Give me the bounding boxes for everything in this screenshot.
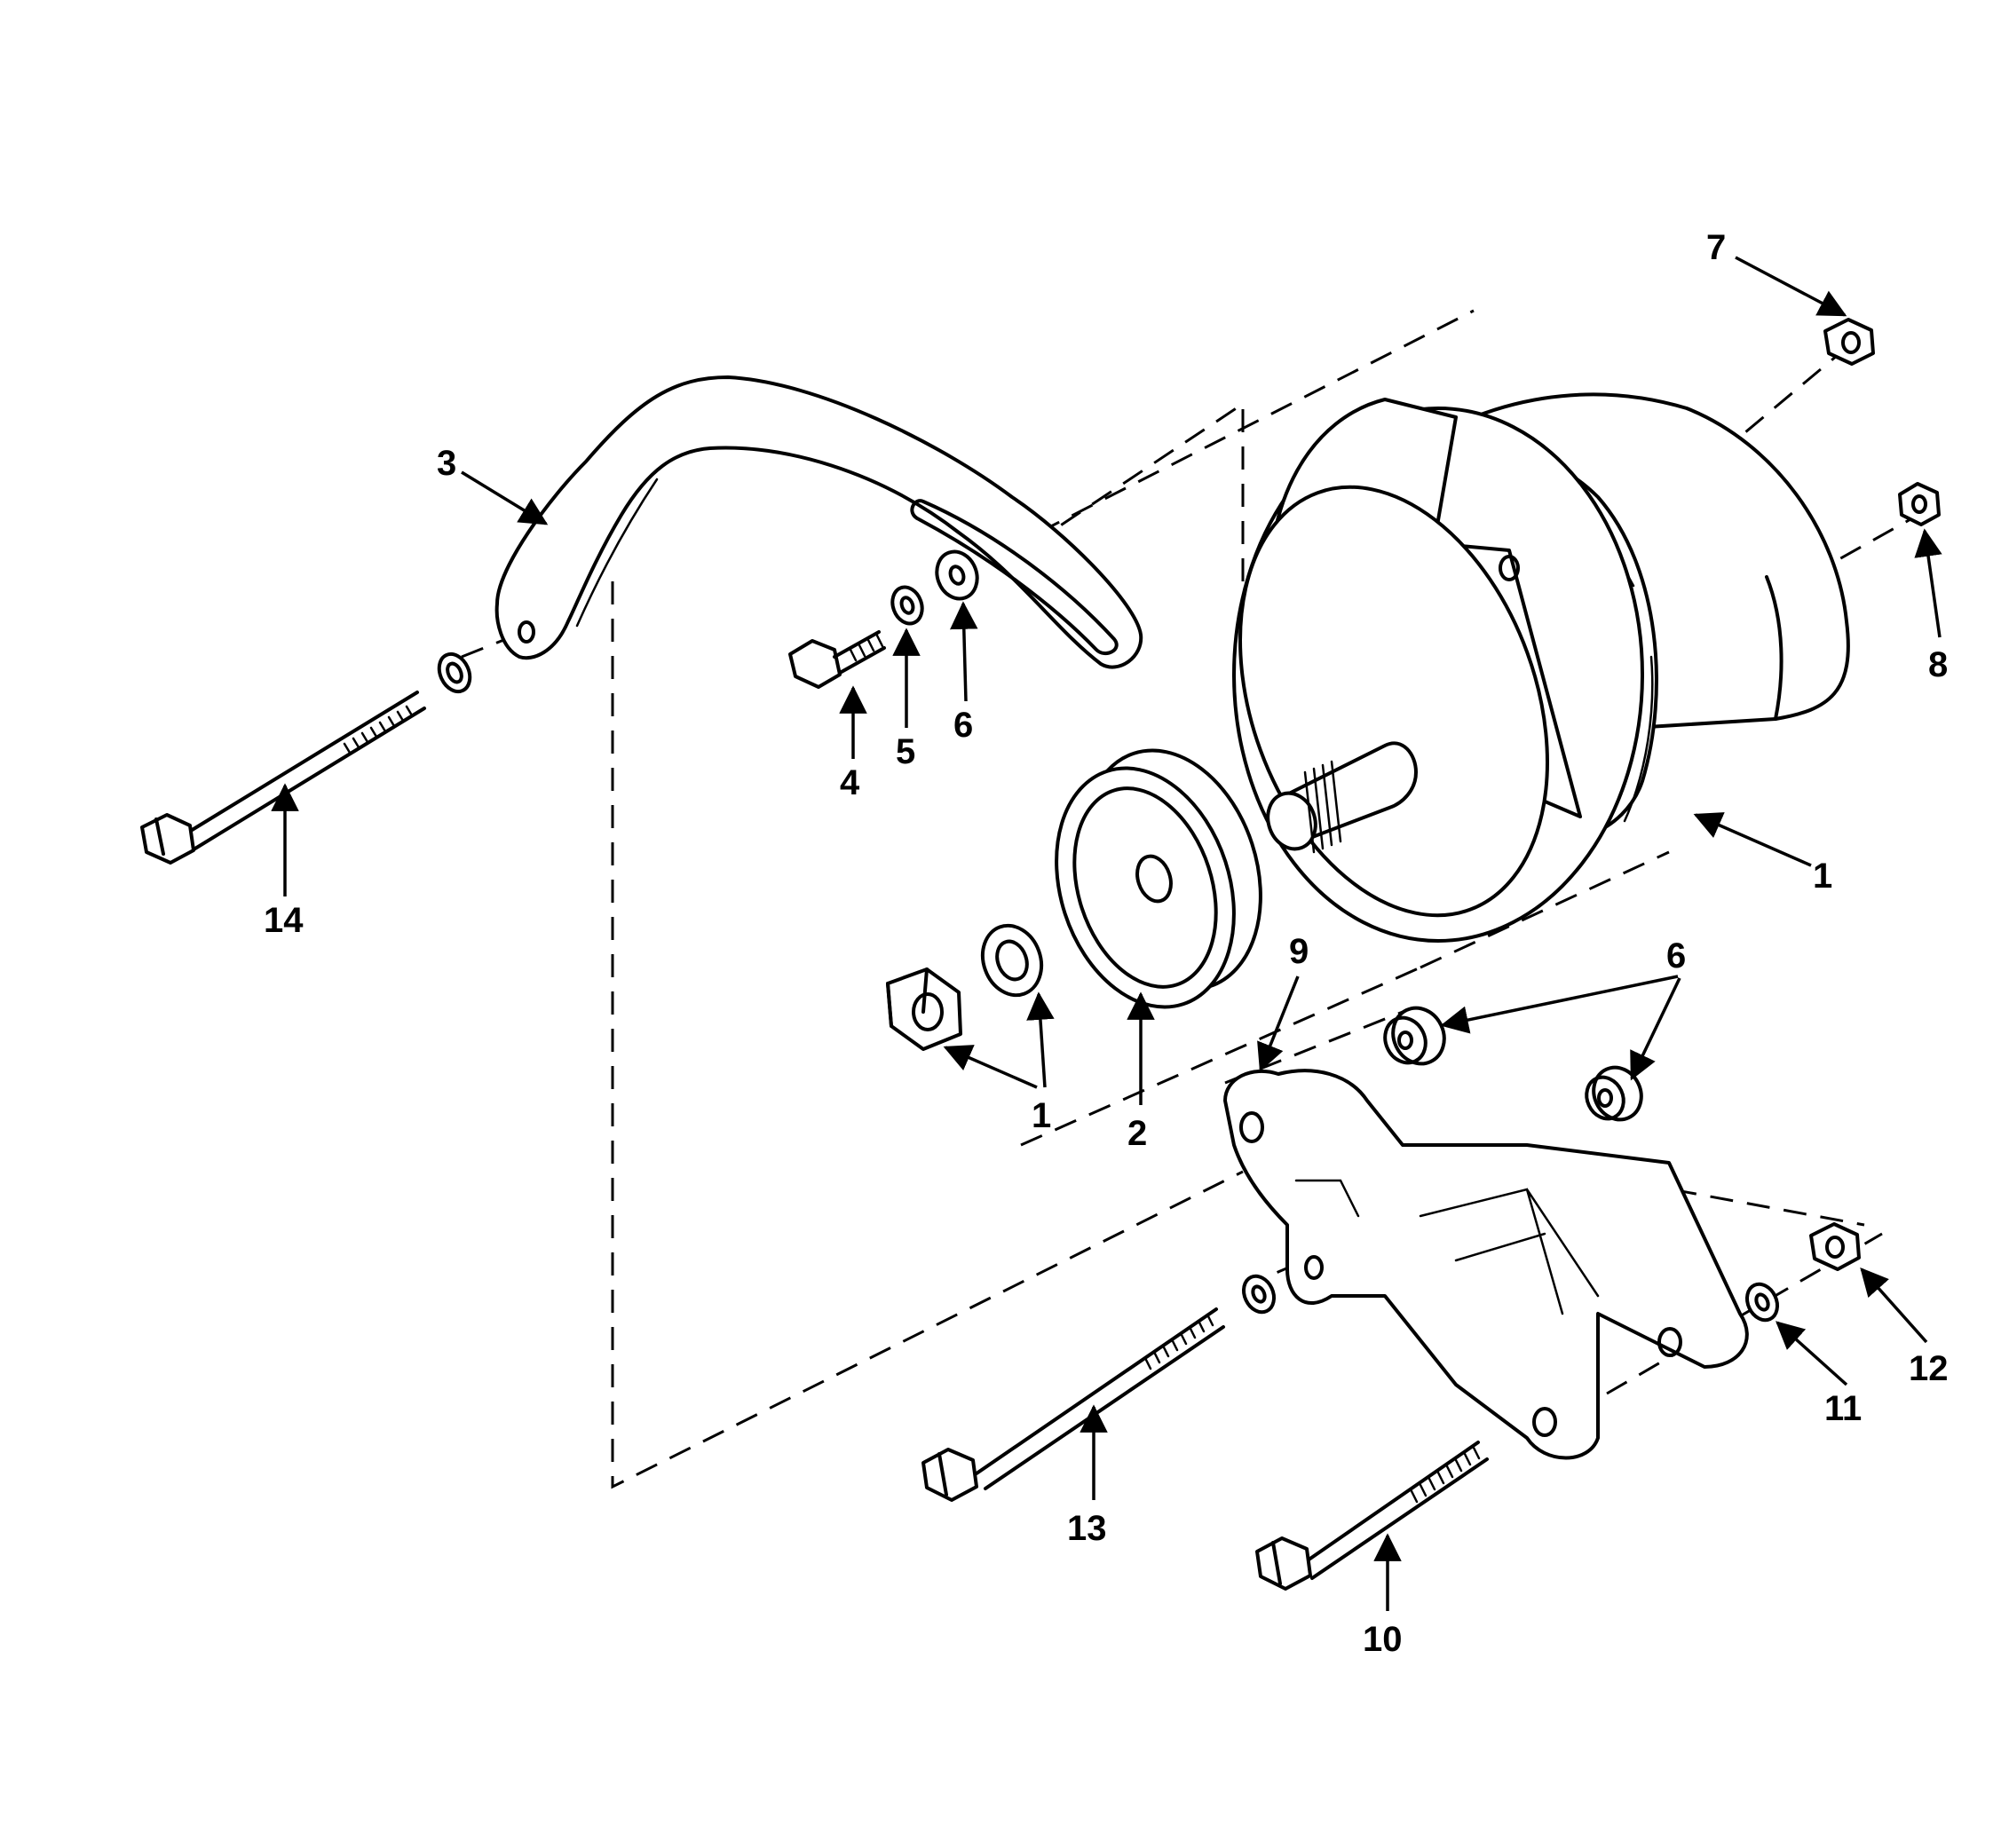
callout-4: 4 — [840, 763, 860, 802]
callout-3: 3 — [437, 444, 456, 483]
mounting-bracket — [1223, 1069, 1749, 1460]
callout-8: 8 — [1928, 645, 1948, 684]
callout-12: 12 — [1909, 1349, 1949, 1388]
callout-10: 10 — [1363, 1620, 1403, 1659]
callout-9: 9 — [1289, 932, 1309, 971]
spacer-lower — [1585, 1065, 1643, 1122]
nut-8 — [1898, 482, 1941, 526]
long-bolt-14 — [140, 691, 426, 865]
bolt-4 — [788, 630, 886, 689]
callout-14: 14 — [264, 901, 304, 940]
callout-1-nut-washer: 1 — [1032, 1096, 1051, 1135]
pulley — [1055, 748, 1262, 1009]
nut-7 — [1823, 318, 1875, 366]
callout-labels: 3 14 4 5 6 7 8 1 1 2 9 6 13 10 11 12 — [264, 228, 1949, 1659]
washer-13 — [1241, 1274, 1277, 1315]
bolt-13 — [921, 1307, 1225, 1502]
nut-12 — [1809, 1222, 1861, 1271]
adjusting-brace — [494, 375, 1143, 669]
leader-arrows — [271, 256, 1942, 1611]
pulley-lock-washer — [980, 923, 1044, 998]
callout-1-alternator: 1 — [1813, 857, 1832, 896]
alternator — [1232, 392, 1850, 943]
callout-13: 13 — [1067, 1509, 1107, 1548]
lock-washer-5 — [890, 585, 924, 626]
callout-6-slot: 6 — [953, 706, 973, 745]
callout-2: 2 — [1127, 1114, 1147, 1153]
callout-5: 5 — [896, 732, 915, 771]
bolt-10 — [1255, 1441, 1489, 1591]
spacer-upper — [1383, 1006, 1446, 1066]
lock-washer-14 — [437, 652, 472, 694]
lock-washer-11 — [1744, 1282, 1780, 1323]
callout-6-spacers: 6 — [1666, 936, 1686, 975]
flat-washer-6 — [935, 549, 979, 601]
callout-11: 11 — [1824, 1389, 1862, 1428]
callout-7: 7 — [1706, 228, 1726, 267]
pulley-nut — [886, 967, 962, 1051]
